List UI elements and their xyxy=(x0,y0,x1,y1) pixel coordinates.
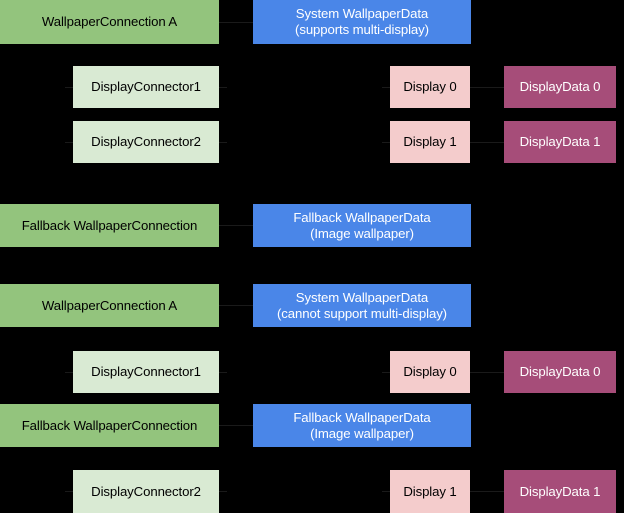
connector-line xyxy=(65,491,73,492)
connector-line xyxy=(219,225,253,226)
connector-line xyxy=(219,372,227,373)
node-display-data-1-top: DisplayData 1 xyxy=(504,121,616,163)
node-wallpaper-connection-a-2: WallpaperConnection A xyxy=(0,284,219,327)
node-system-wallpaperdata-multi: System WallpaperData (supports multi-dis… xyxy=(253,0,471,44)
node-system-wallpaperdata-nomulti: System WallpaperData (cannot support mul… xyxy=(253,284,471,327)
connector-line xyxy=(382,142,390,143)
connector-line xyxy=(470,142,504,143)
node-wallpaper-connection-a-1: WallpaperConnection A xyxy=(0,0,219,44)
node-display-1-top: Display 1 xyxy=(390,121,470,163)
node-display-0-bottom: Display 0 xyxy=(390,351,470,393)
node-display-data-0-bottom: DisplayData 0 xyxy=(504,351,616,393)
connector-line xyxy=(382,372,390,373)
node-fallback-data-top: Fallback WallpaperData (Image wallpaper) xyxy=(253,204,471,247)
node-display-data-0-top: DisplayData 0 xyxy=(504,66,616,108)
connector-line xyxy=(65,372,73,373)
connector-line xyxy=(470,87,504,88)
node-display-1-bottom: Display 1 xyxy=(390,470,470,513)
node-display-data-1-bottom: DisplayData 1 xyxy=(504,470,616,513)
connector-line xyxy=(219,142,227,143)
node-display-connector-1-top: DisplayConnector1 xyxy=(73,66,219,108)
node-fallback-connection-bottom: Fallback WallpaperConnection xyxy=(0,404,219,447)
connector-line xyxy=(470,491,504,492)
connector-line xyxy=(382,87,390,88)
connector-line xyxy=(382,491,390,492)
connector-line xyxy=(65,142,73,143)
node-display-connector-2-top: DisplayConnector2 xyxy=(73,121,219,163)
connector-line xyxy=(219,87,227,88)
node-fallback-connection-top: Fallback WallpaperConnection xyxy=(0,204,219,247)
connector-line xyxy=(219,425,253,426)
connector-line xyxy=(65,87,73,88)
connector-line xyxy=(219,491,227,492)
connector-line xyxy=(219,22,253,23)
node-display-0-top: Display 0 xyxy=(390,66,470,108)
node-fallback-data-bottom: Fallback WallpaperData (Image wallpaper) xyxy=(253,404,471,447)
connector-line xyxy=(470,372,504,373)
connector-line xyxy=(219,305,253,306)
node-display-connector-1-bottom: DisplayConnector1 xyxy=(73,351,219,393)
node-display-connector-2-bottom: DisplayConnector2 xyxy=(73,470,219,513)
